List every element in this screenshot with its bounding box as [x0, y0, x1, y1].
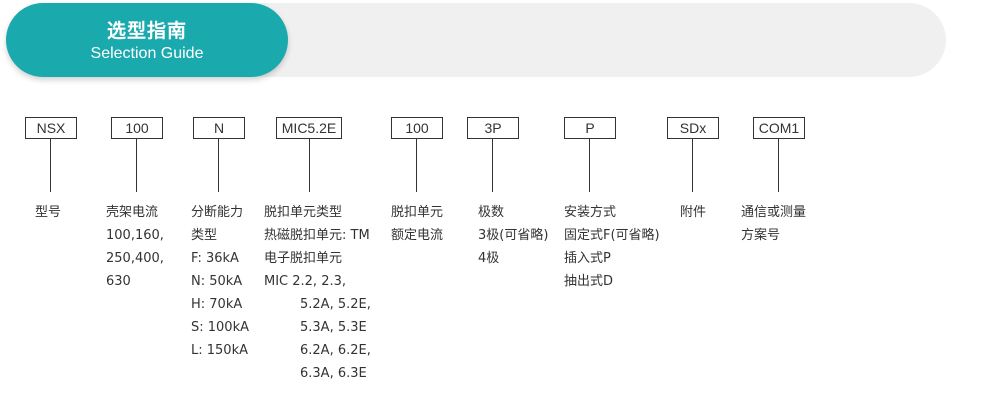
desc-line: 型号	[35, 205, 62, 220]
connector-line	[309, 139, 310, 192]
desc-line: L: 150kA	[191, 343, 248, 358]
desc-line: 4极	[478, 251, 500, 266]
code-box-model: NSX	[25, 117, 77, 139]
desc-poles: 极数 3极(可省略) 4极	[478, 201, 548, 270]
connector-line	[692, 139, 693, 192]
desc-line: 热磁脱扣单元: TM	[264, 228, 370, 243]
section-title-en: Selection Guide	[90, 45, 204, 62]
code-box-breaking-capacity: N	[193, 117, 245, 139]
section-title-pill: 选型指南 Selection Guide	[6, 3, 288, 77]
desc-line: 安装方式	[564, 205, 617, 220]
desc-trip-unit-type: 脱扣单元类型 热磁脱扣单元: TM 电子脱扣单元 MIC 2.2, 2.3, 5…	[264, 201, 371, 385]
desc-breaking-capacity: 分断能力 类型 F: 36kA N: 50kA H: 70kA S: 100kA…	[191, 201, 249, 362]
desc-line: 5.3A, 5.3E	[300, 320, 367, 335]
desc-line: 抽出式D	[564, 274, 614, 289]
desc-line: 电子脱扣单元	[264, 251, 343, 266]
desc-line: 100,160,	[106, 228, 164, 243]
code-box-accessories: SDx	[667, 117, 719, 139]
desc-line: 6.3A, 6.3E	[300, 366, 367, 381]
desc-line: 额定电流	[391, 228, 444, 243]
desc-line: 方案号	[741, 228, 781, 243]
connector-line	[136, 139, 137, 192]
desc-line: S: 100kA	[191, 320, 249, 335]
code-box-rated-current: 100	[391, 117, 443, 139]
connector-line	[218, 139, 219, 192]
connector-line	[50, 139, 51, 192]
desc-line: 壳架电流	[106, 205, 159, 220]
code-box-frame-current: 100	[111, 117, 163, 139]
code-box-communication: COM1	[753, 117, 805, 139]
code-box-mounting: P	[564, 117, 616, 139]
desc-line: 6.2A, 6.2E,	[300, 343, 371, 358]
desc-line: 脱扣单元类型	[264, 205, 343, 220]
desc-line: 5.2A, 5.2E,	[300, 297, 371, 312]
desc-line: 630	[106, 274, 131, 289]
desc-line: 250,400,	[106, 251, 164, 266]
desc-line: 插入式P	[564, 251, 611, 266]
desc-rated-current: 脱扣单元 额定电流	[391, 201, 443, 247]
desc-line: N: 50kA	[191, 274, 243, 289]
desc-line: 极数	[478, 205, 505, 220]
desc-line: F: 36kA	[191, 251, 239, 266]
desc-line: 通信或测量	[741, 205, 807, 220]
desc-line: 固定式F(可省略)	[564, 228, 660, 243]
connector-line	[778, 139, 779, 192]
desc-mounting: 安装方式 固定式F(可省略) 插入式P 抽出式D	[564, 201, 660, 293]
desc-line: 3极(可省略)	[478, 228, 549, 243]
desc-line: H: 70kA	[191, 297, 243, 312]
desc-accessories: 附件	[680, 201, 706, 224]
desc-line: 附件	[680, 205, 707, 220]
desc-line: 脱扣单元	[391, 205, 444, 220]
desc-frame-current: 壳架电流 100,160, 250,400, 630	[106, 201, 164, 293]
desc-line: 分断能力	[191, 205, 244, 220]
connector-line	[492, 139, 493, 192]
section-title-cn: 选型指南	[106, 20, 187, 42]
code-box-poles: 3P	[467, 117, 519, 139]
desc-communication: 通信或测量 方案号	[741, 201, 806, 247]
code-box-trip-unit-type: MIC5.2E	[276, 117, 342, 139]
connector-line	[589, 139, 590, 192]
desc-model: 型号	[35, 201, 61, 224]
desc-line: 类型	[191, 228, 218, 243]
desc-line: MIC 2.2, 2.3,	[264, 274, 347, 289]
connector-line	[416, 139, 417, 192]
